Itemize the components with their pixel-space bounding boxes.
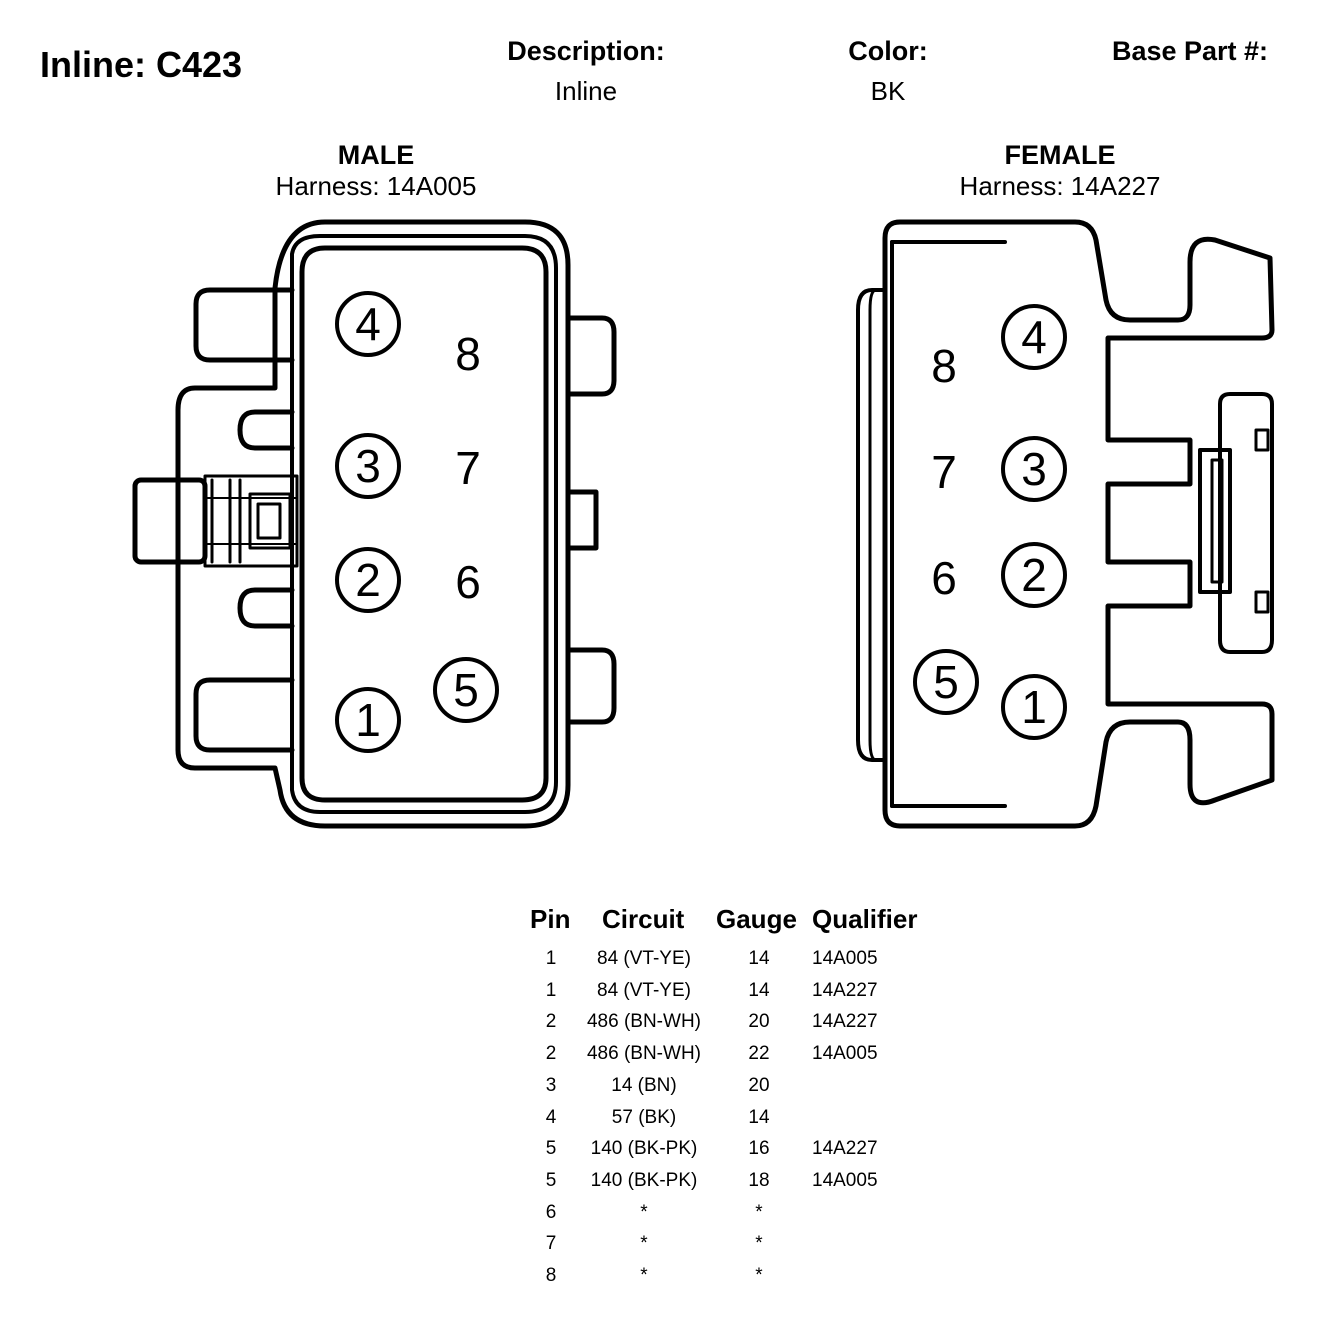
female-pin-3-circle [1001,436,1067,502]
male-pin-2-circle [335,547,401,613]
cell-pin: 6 [545,1202,557,1223]
table-header-pin: Pin [530,904,571,934]
cell-circuit: 14 (BN) [611,1075,677,1096]
cell-pin: 4 [545,1107,557,1128]
male-pin-4-circle [335,291,401,357]
female-connector-outline [856,219,1275,829]
connector-title: Inline: C423 [40,44,243,85]
cell-pin: 1 [545,980,557,1001]
cell-gauge: 18 [748,1170,770,1191]
cell-circuit: 486 (BN-WH) [586,1011,701,1032]
female-pin-7-label: 7 [931,446,957,498]
cell-pin: 7 [545,1233,557,1254]
cell-pin: 2 [545,1011,557,1032]
male-pin-2-label: 2 [355,554,381,606]
male-pin-7-label: 7 [455,442,481,494]
description-value: Inline [554,76,618,106]
female-harness: Harness: 14A227 [959,171,1161,201]
cell-gauge: 16 [748,1138,770,1159]
cell-qualifier: 14A227 [812,1138,878,1159]
cell-gauge: 14 [748,948,770,969]
cell-gauge: 20 [748,1075,770,1096]
table-header-circuit: Circuit [602,904,685,934]
cell-circuit: 84 (VT-YE) [597,980,691,1001]
table-header-gauge: Gauge [716,904,797,934]
cell-gauge: 14 [748,1107,770,1128]
male-pin-4-label: 4 [355,298,381,350]
cell-gauge: * [755,1233,763,1254]
female-pin-4-circle [1001,304,1067,370]
cell-circuit: 140 (BK-PK) [590,1170,698,1191]
male-pin-8-label: 8 [455,328,481,380]
cell-qualifier: 14A005 [812,948,878,969]
female-pin-1-label: 1 [1021,681,1047,733]
female-pin-6-label: 6 [931,552,957,604]
male-pin-6-label: 6 [455,556,481,608]
male-harness: Harness: 14A005 [275,171,477,201]
female-pin-4-label: 4 [1021,311,1047,363]
male-pin-3-circle [335,433,401,499]
female-pin-1-circle [1001,674,1067,740]
female-pin-2-circle [1001,542,1067,608]
cell-qualifier: 14A005 [812,1043,878,1064]
description-label: Description: [507,36,665,66]
base-part-label: Base Part #: [1111,36,1269,66]
male-pin-3-label: 3 [355,440,381,492]
cell-gauge: * [755,1265,763,1286]
table-header-qualifier: Qualifier [812,904,918,934]
male-title: MALE [337,140,415,170]
cell-pin: 1 [545,948,557,969]
cell-pin: 5 [545,1170,557,1191]
cell-pin: 3 [545,1075,557,1096]
cell-circuit: 486 (BN-WH) [586,1043,701,1064]
cell-qualifier: 14A227 [812,980,878,1001]
female-pin-8-label: 8 [931,340,957,392]
color-value: BK [870,76,906,106]
cell-qualifier: 14A005 [812,1170,878,1191]
cell-circuit: 57 (BK) [611,1107,677,1128]
color-label: Color: [848,36,928,66]
cell-circuit: * [640,1202,648,1223]
cell-pin: 5 [545,1138,557,1159]
female-pin-5-label: 5 [933,656,959,708]
male-pin-5-label: 5 [453,664,479,716]
male-pin-1-circle [335,687,401,753]
female-pin-2-label: 2 [1021,549,1047,601]
cell-qualifier: 14A227 [812,1011,878,1032]
connector-diagram: 4 3 2 1 5 8 7 6 4 3 2 1 5 8 7 6 [132,219,1275,829]
male-pin-1-label: 1 [355,694,381,746]
cell-circuit: * [640,1265,648,1286]
female-pin-3-label: 3 [1021,443,1047,495]
cell-pin: 8 [545,1265,557,1286]
cell-pin: 2 [545,1043,557,1064]
female-pin-5-circle [913,649,979,715]
female-title: FEMALE [1004,140,1116,170]
cell-gauge: 20 [748,1011,770,1032]
cell-circuit: 84 (VT-YE) [597,948,691,969]
male-pin-5-circle [433,657,499,723]
cell-gauge: 14 [748,980,770,1001]
male-connector-outline [132,219,617,829]
cell-circuit: 140 (BK-PK) [590,1138,698,1159]
cell-circuit: * [640,1233,648,1254]
cell-gauge: 22 [748,1043,770,1064]
cell-gauge: * [755,1202,763,1223]
